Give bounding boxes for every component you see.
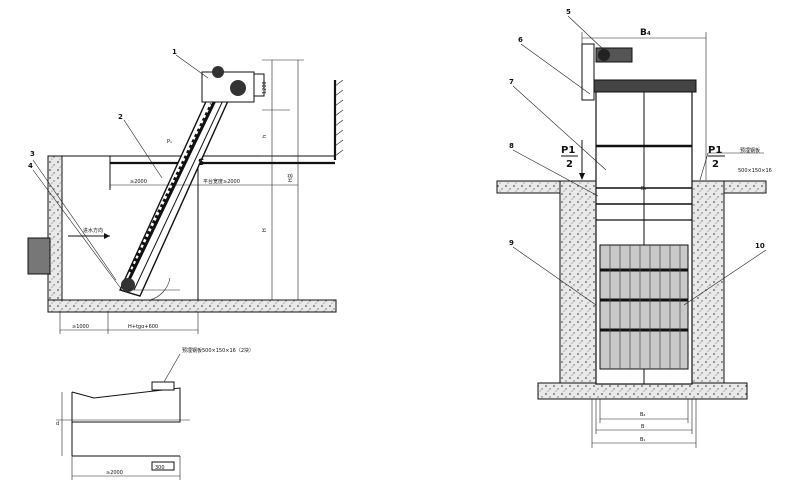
- dim-b3: B₃: [641, 186, 646, 192]
- dim-H: H: [262, 228, 268, 232]
- detail-dim-d: d: [56, 421, 59, 427]
- part-number-5: 5: [566, 8, 571, 16]
- left-leaders: [32, 54, 209, 291]
- p1-left-label: P1: [561, 145, 575, 156]
- bottom-b-dimensions: [591, 399, 697, 448]
- right-pit-wall: [691, 180, 725, 386]
- part-number-1: 1: [172, 48, 177, 56]
- rake-tines: [599, 244, 689, 370]
- vertical-dimensions: [262, 59, 304, 301]
- part-number-9: 9: [509, 239, 514, 247]
- dim-b2: B₂: [640, 412, 645, 418]
- left-pit-wall: [559, 180, 597, 386]
- p1-right-label: P1: [708, 145, 722, 156]
- dim-b1: B₁: [640, 437, 645, 443]
- right-leaders: [512, 15, 767, 306]
- p1-left-half: 2: [566, 159, 573, 170]
- bottom-formula-label: H+tgα+600: [128, 324, 158, 330]
- part-number-6: 6: [518, 36, 523, 44]
- dim-1200: 1200: [262, 81, 268, 94]
- left-wall: [47, 155, 63, 303]
- angle-arc: [149, 277, 171, 301]
- embedded-plate-detail: [56, 353, 190, 480]
- dim-b: B: [641, 424, 645, 430]
- platform-note: 平台宽度≥2000: [203, 178, 240, 185]
- wall-hatching: [334, 79, 344, 157]
- detail-corner-label: 300: [155, 465, 165, 471]
- s-label: S: [198, 158, 204, 168]
- part-number-10: 10: [755, 242, 765, 250]
- left-ground-slab: [496, 180, 566, 194]
- part-number-3: 3: [30, 150, 35, 158]
- p1-right-half: 2: [712, 159, 719, 170]
- dim-H-total: H总: [287, 173, 294, 182]
- side-elevation-view: 1 2 3 4 P₁ S ≥2000 平台宽度≥2000 进水方向 ≥1000 …: [27, 48, 344, 334]
- detail-ge2000: ≥2000: [106, 470, 123, 476]
- drive-motor: [581, 43, 633, 101]
- drive-head: [201, 66, 265, 103]
- bottom-ge1000-label: ≥1000: [72, 324, 89, 330]
- inclined-screen: [119, 83, 233, 297]
- bottom-sprocket: [121, 278, 135, 292]
- flow-note: 进水方向: [83, 227, 103, 234]
- dim-h1: h: [262, 135, 268, 138]
- plate-note: 预埋钢板500×150×16（2块）: [182, 347, 254, 354]
- dim-b4: B₄: [640, 28, 651, 38]
- p1-label: P₁: [167, 139, 172, 145]
- front-elevation-view: 5 6 7 8 9 10 B₄ B₃ P1 2 P1 2 预埋钢板 500×15…: [496, 8, 772, 448]
- embedded-plate-size: 500×150×16: [738, 168, 772, 174]
- part-number-2: 2: [118, 113, 123, 121]
- top-drum: [591, 79, 697, 93]
- embedded-plate-title: 预埋钢板: [740, 147, 760, 154]
- flow-arrow-head: [104, 233, 110, 239]
- part-number-8: 8: [509, 142, 514, 150]
- base-slab: [537, 382, 748, 400]
- p1-left-arrow-head: [579, 173, 585, 180]
- bottom-slab: [47, 299, 337, 313]
- inlet-pipe: [27, 237, 51, 275]
- part-number-7: 7: [509, 78, 514, 86]
- gap-ge2000-label: ≥2000: [130, 179, 147, 185]
- part-number-4: 4: [28, 162, 33, 170]
